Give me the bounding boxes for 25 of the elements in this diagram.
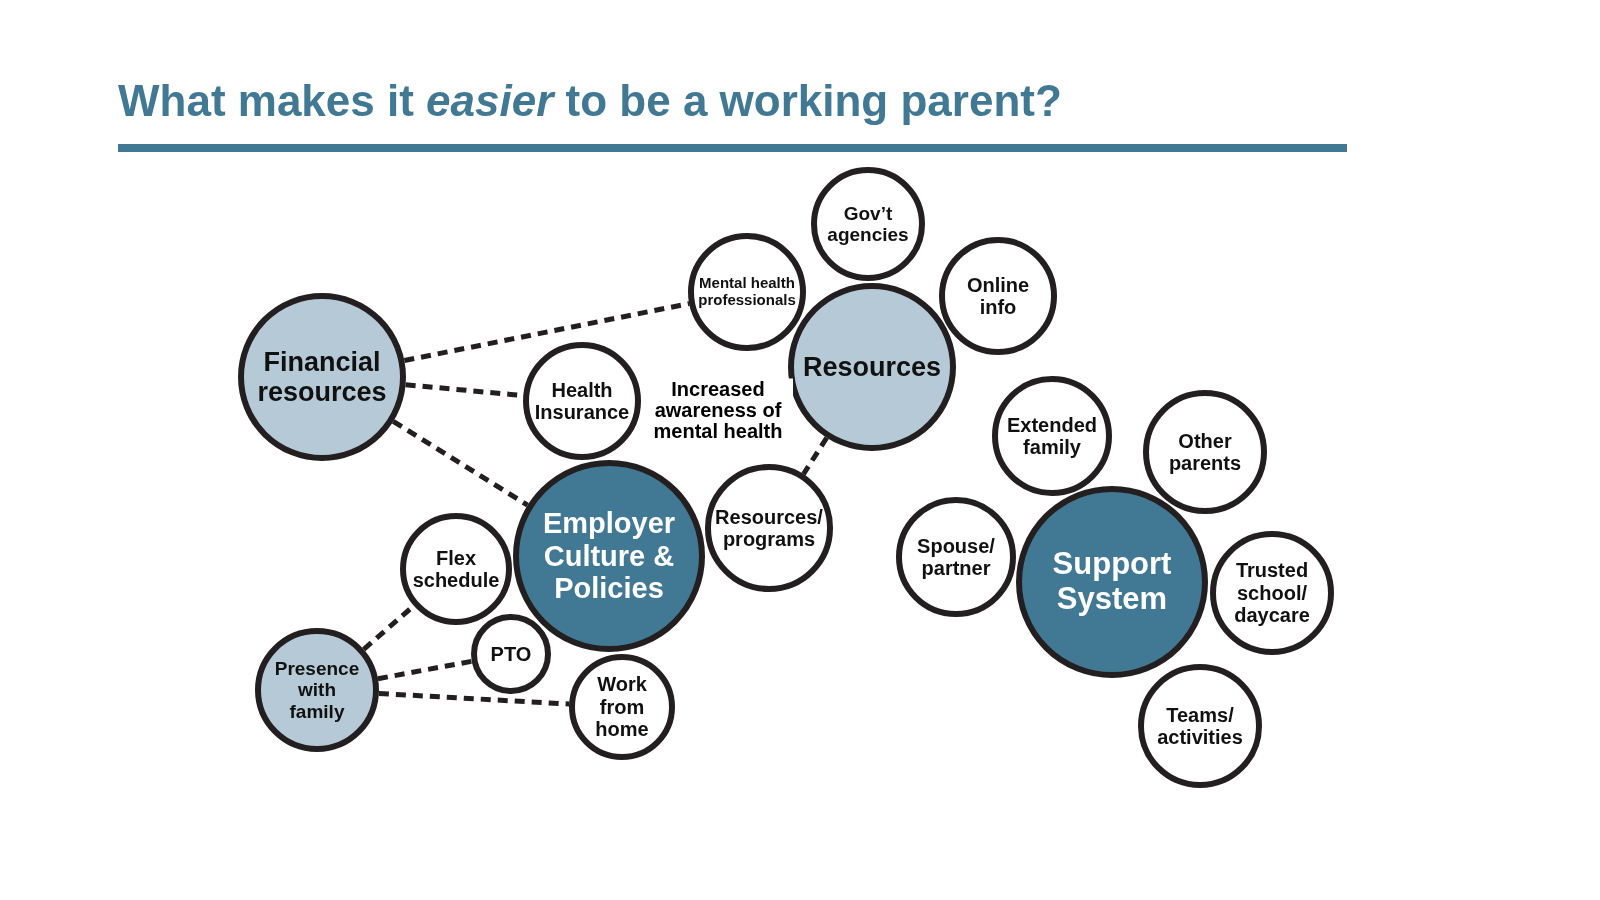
bubble-text: Extended family [1006, 413, 1098, 459]
bubble-text: Work from home [594, 673, 650, 741]
bubble-text: Teams/ activities [1156, 703, 1244, 749]
dashed-connector [378, 690, 570, 707]
bubble-text: Gov’t agencies [826, 202, 910, 246]
bubble-text: Resources/ programs [714, 505, 824, 551]
bubble-text: Health Insurance [533, 378, 631, 424]
bubble-text: Financial resources [256, 346, 388, 408]
bubble-text: Spouse/ partner [916, 534, 996, 580]
bubble-text: Other parents [1167, 429, 1243, 475]
bubble-text: Flex schedule [411, 546, 501, 592]
bubble-text: PTO [490, 642, 532, 666]
bubble-text: Employer Culture & Policies [541, 507, 677, 605]
dashed-connector [391, 419, 529, 508]
bubble-text: Presence with family [273, 658, 361, 722]
dashed-connector [403, 301, 690, 363]
dashed-connector [377, 658, 473, 682]
item-bubble [471, 614, 551, 694]
dashed-connector [801, 436, 829, 476]
slide-title: What makes it easier to be a working parent? [118, 76, 1062, 126]
bubble-text: Trusted school/ daycare [1233, 559, 1311, 627]
bubble-text: Online info [965, 273, 1031, 319]
bubble-text: Mental health professionals [697, 275, 797, 309]
bubble-text: Support System [1051, 547, 1173, 617]
bubble-text: Resources [802, 351, 942, 383]
